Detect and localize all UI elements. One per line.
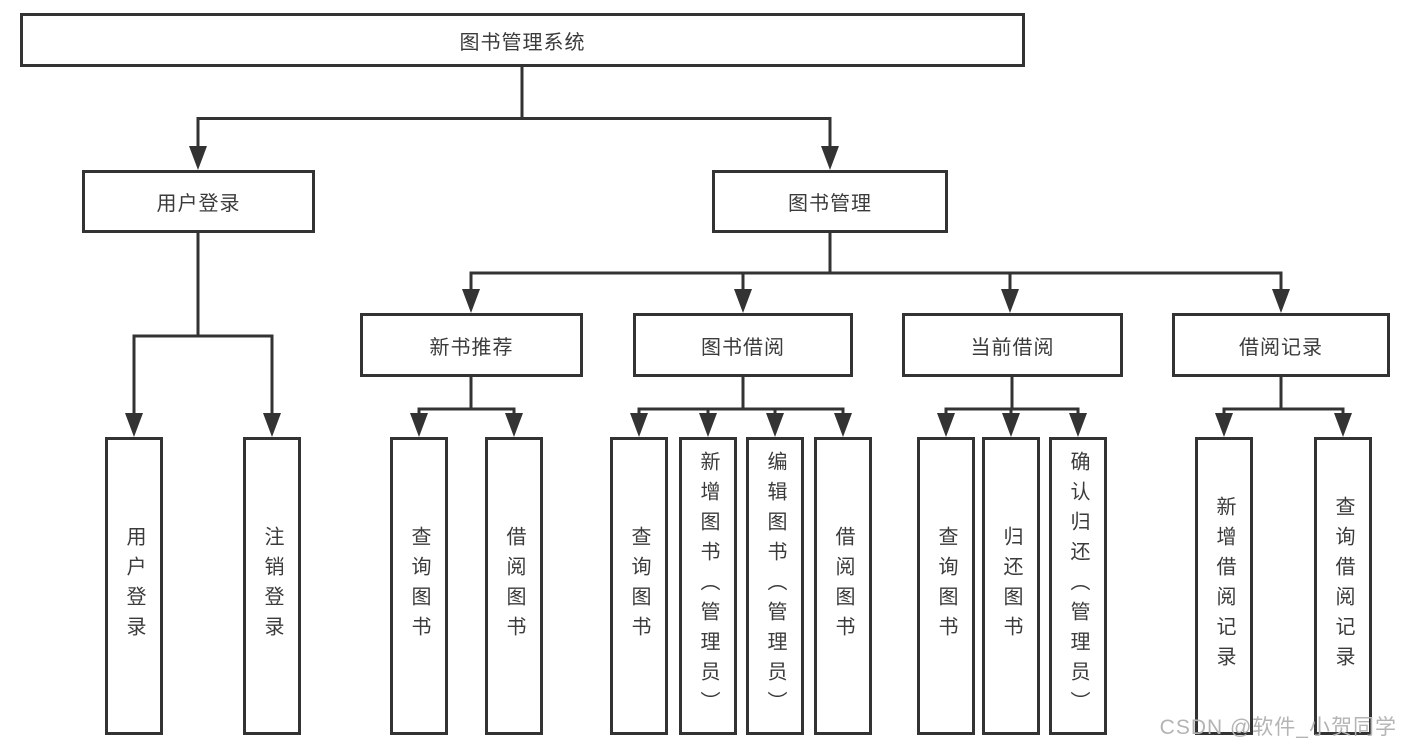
leaf-borrow-books-new-recommend: 借阅图书 (485, 437, 543, 735)
leaf-add-borrow-record: 新增借阅记录 (1195, 437, 1253, 735)
node-library-management-system: 图书管理系统 (20, 13, 1025, 67)
node-label: 注销登录 (261, 526, 283, 646)
node-label: 查询图书 (935, 526, 957, 646)
node-label: 确认归还（管理员） (1067, 451, 1089, 721)
connector-new-book-recommend-to-leaves (417, 375, 516, 418)
leaf-query-books-current: 查询图书 (917, 437, 975, 735)
node-book-management: 图书管理 (712, 170, 948, 233)
leaf-query-borrow-record: 查询借阅记录 (1314, 437, 1372, 735)
node-label: 图书管理系统 (459, 31, 586, 54)
node-label: 借阅图书 (503, 526, 525, 646)
leaf-edit-books-admin: 编辑图书（管理员） (746, 437, 804, 735)
leaf-confirm-return-admin: 确认归还（管理员） (1049, 437, 1107, 735)
connector-book-management-to-level3 (469, 231, 1283, 294)
node-label: 当前借阅 (970, 336, 1055, 359)
node-label: 用户登录 (156, 193, 241, 215)
node-current-borrowing: 当前借阅 (902, 313, 1123, 377)
node-new-book-recommend: 新书推荐 (360, 313, 583, 377)
node-borrowing-records: 借阅记录 (1172, 313, 1390, 377)
leaf-return-books: 归还图书 (982, 437, 1040, 735)
leaf-add-books-admin: 新增图书（管理员） (679, 437, 737, 735)
node-label: 借阅记录 (1239, 336, 1323, 359)
node-label: 借阅图书 (832, 526, 854, 646)
node-label: 图书管理 (788, 193, 872, 215)
leaf-query-books-new-recommend: 查询图书 (390, 437, 448, 735)
node-label: 查询图书 (628, 526, 650, 646)
leaf-borrow-books-borrowing: 借阅图书 (814, 437, 872, 735)
node-label: 图书借阅 (701, 336, 785, 359)
connector-book-borrowing-to-leaves (637, 375, 845, 418)
connector-borrowing-records-to-leaves (1222, 375, 1345, 418)
connector-root-to-level2 (196, 65, 832, 151)
leaf-query-books-borrowing: 查询图书 (610, 437, 668, 735)
leaf-logout-login: 注销登录 (243, 437, 301, 735)
node-label: 新增图书（管理员） (697, 451, 719, 721)
node-label: 归还图书 (1000, 526, 1022, 646)
node-book-borrowing: 图书借阅 (633, 313, 853, 377)
node-label: 新书推荐 (429, 336, 514, 359)
watermark: CSDN @软件_小贺同学 (1159, 716, 1397, 739)
node-label: 用户登录 (123, 526, 145, 646)
leaf-user-login: 用户登录 (105, 437, 163, 735)
node-user-login: 用户登录 (82, 170, 315, 233)
connector-user-login-to-leaves (132, 231, 274, 418)
node-label: 查询借阅记录 (1332, 496, 1354, 676)
node-label: 新增借阅记录 (1213, 496, 1235, 676)
node-label: 查询图书 (408, 526, 430, 646)
connector-current-borrowing-to-leaves (944, 375, 1080, 418)
arrowheads (125, 146, 1352, 437)
node-label: 编辑图书（管理员） (764, 451, 786, 721)
